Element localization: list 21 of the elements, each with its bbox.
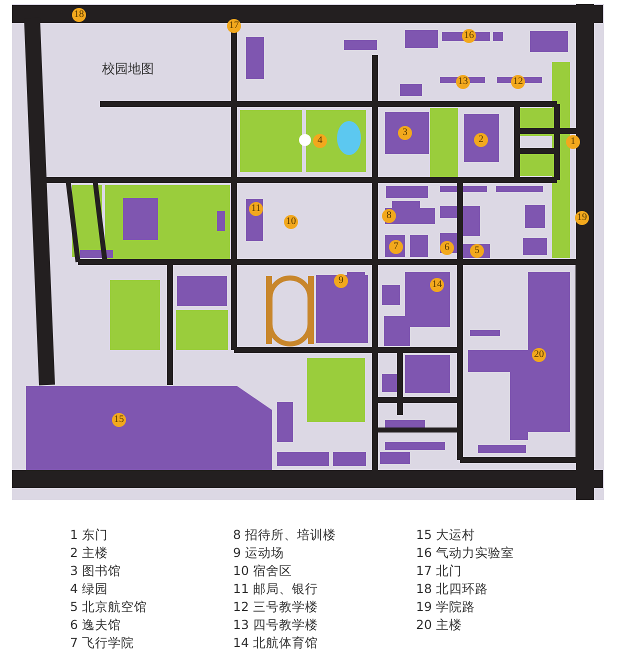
key-entry: 18 北四环路 [416,581,488,598]
key-entry: 16 气动力实验室 [416,545,514,562]
key-entry: 17 北门 [416,563,462,580]
key-entry: 20 主楼 [416,617,462,634]
key-entry: 15 大运村 [416,527,475,544]
key-entry: 3 图书馆 [70,563,121,580]
key-entry: 9 运动场 [233,545,284,562]
map-title: 校园地图 [102,61,154,78]
key-entry: 13 四号教学楼 [233,617,318,634]
key-entry: 10 宿舍区 [233,563,292,580]
key-entry: 8 招待所、培训楼 [233,527,336,544]
key-entry: 14 北航体育馆 [233,635,318,652]
key-entry: 7 飞行学院 [70,635,134,652]
key-entry: 4 绿园 [70,581,108,598]
key-entry: 11 邮局、银行 [233,581,318,598]
key-entry: 6 逸夫馆 [70,617,121,634]
key-entry: 5 北京航空馆 [70,599,147,616]
key-entry: 19 学院路 [416,599,475,616]
key-entry: 12 三号教学楼 [233,599,318,616]
key-entry: 2 主楼 [70,545,108,562]
key-entry: 1 东门 [70,527,108,544]
